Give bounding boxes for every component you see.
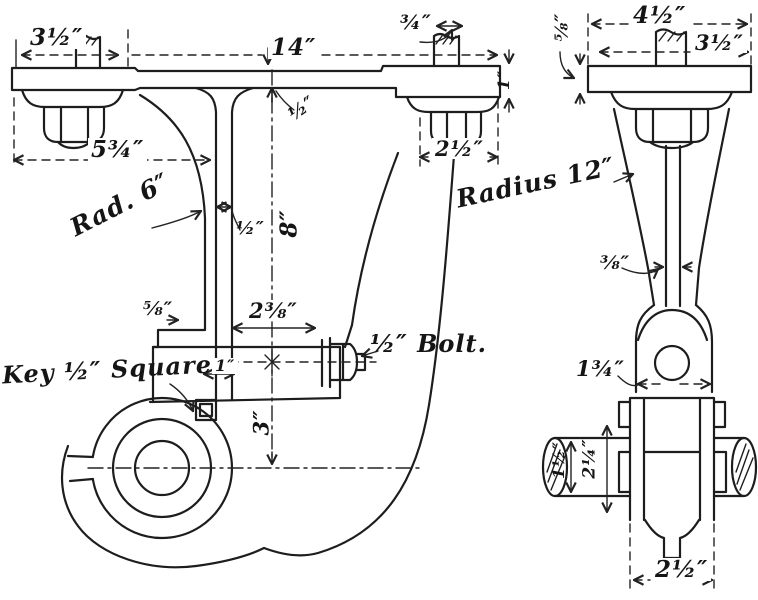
dim-boss-width-label: 2⅜″ — [246, 300, 301, 321]
dim-stud-offset-label: 3½″ — [692, 32, 747, 53]
dim-rib-thickness-label: ⅜″ — [600, 252, 631, 274]
dim-clamp-width-label: 2½″ — [652, 558, 712, 581]
dim-boss-lug-label: ⅝″ — [143, 298, 174, 320]
dim-right-pad-label: 2½″ — [432, 138, 487, 159]
dim-clamp-height-label: 2¼″ — [579, 438, 600, 479]
dim-overall-length-label: 14″ — [268, 36, 320, 59]
note-bolt-label: ½″ Bolt. — [370, 329, 487, 358]
dim-left-pad-label: 5¾″ — [88, 138, 148, 161]
dim-side-boss-width-label: 1¾″ — [576, 356, 625, 381]
dim-stud-left-label: 3½″ — [27, 26, 87, 49]
dim-stud-right-label: ¾″ — [397, 12, 435, 32]
dim-plate-thickness-label: 1″ — [494, 69, 514, 91]
dim-boss-drop-label: 3″ — [248, 409, 274, 436]
dim-drop-depth-label: 8″ — [275, 209, 303, 238]
dim-shaft-diameter-label: 1½″ — [548, 441, 568, 479]
dim-side-plate-thickness-label: ⅝″ — [551, 12, 573, 42]
dim-web-thickness-label: ½″ — [236, 218, 265, 239]
dim-foot-width-label: 4½″ — [630, 4, 690, 27]
dim-key-offset-label: 1″ — [212, 358, 239, 374]
